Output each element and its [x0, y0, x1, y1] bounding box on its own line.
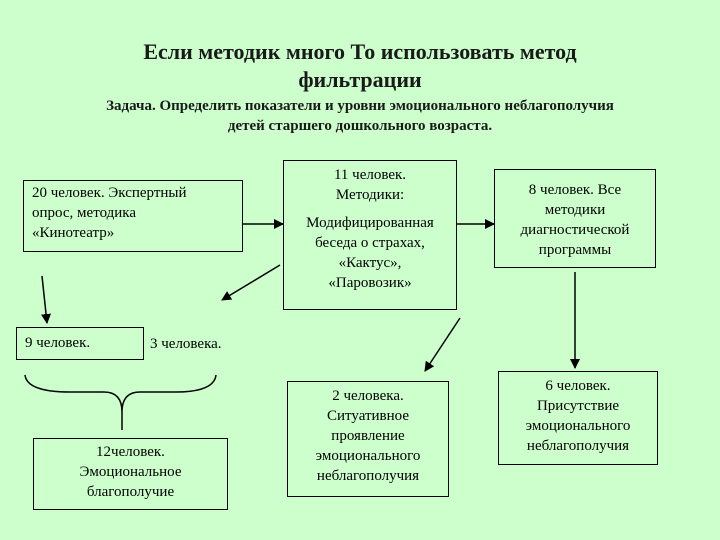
text-3-line-1: 3 человека. — [150, 336, 222, 352]
box-2-people: 2 человека. Ситуативное проявление эмоци… — [287, 381, 449, 497]
arrow-11-to-2 — [424, 317, 461, 372]
box-2-line-2: Ситуативное — [327, 408, 409, 424]
box-8-line-1: 8 человек. Все — [528, 182, 622, 198]
task-statement: Задача. Определить показатели и уровни э… — [30, 96, 690, 136]
task-line-2: детей старшего дошкольного возраста. — [227, 118, 493, 134]
slide-title: Если методик много То использовать метод… — [60, 38, 660, 94]
box-12-line-3: благополучие — [86, 484, 175, 500]
task-line-1: Задача. Определить показатели и уровни э… — [106, 98, 614, 114]
box-8-line-2: методики — [544, 202, 606, 218]
box-2-line-3: проявление — [331, 428, 405, 444]
box-6-line-2: Присутствие — [536, 398, 620, 414]
box-6-people: 6 человек. Присутствие эмоционального не… — [498, 371, 658, 465]
box-12-line-1: 12человек. — [96, 444, 165, 460]
box-12-line-2: Эмоциональное — [79, 464, 182, 480]
box-8-line-4: программы — [538, 242, 612, 258]
box-6-line-1: 6 человек. — [545, 378, 611, 394]
box-expert-survey: 20 человек. Экспертный опрос, методика «… — [23, 180, 243, 252]
box-expert-line-1: 20 человек. Экспертный — [32, 185, 187, 201]
text-3-people: 3 человека. — [150, 334, 222, 354]
box-11-people: 11 человек. Методики: Модифицированная б… — [283, 160, 457, 310]
box-2-line-5: неблагополучия — [316, 468, 420, 484]
box-12-people: 12человек. Эмоциональное благополучие — [33, 438, 228, 510]
box-11-line-4: беседа о страхах, — [315, 235, 425, 251]
box-8-people: 8 человек. Все методики диагностической … — [494, 169, 656, 268]
box-2-line-4: эмоционального — [315, 448, 421, 464]
box-9-people: 9 человек. — [16, 327, 144, 360]
box-6-line-4: неблагополучия — [526, 438, 630, 454]
box-11-line-2: Методики: — [335, 187, 405, 203]
box-6-line-3: эмоционального — [525, 418, 631, 434]
box-2-line-1: 2 человека. — [332, 388, 404, 404]
brace-9-and-3 — [24, 374, 217, 430]
box-11-line-1: 11 человек. — [333, 167, 407, 183]
arrow-expert-to-9 — [41, 275, 52, 324]
arrow-11-to-3 — [221, 264, 281, 301]
box-expert-line-3: «Кинотеатр» — [32, 225, 115, 241]
box-9-line-1: 9 человек. — [25, 335, 91, 351]
title-line-1: Если методик много То использовать метод — [143, 39, 577, 64]
box-11-line-5: «Кактус», — [338, 255, 402, 271]
box-expert-line-2: опрос, методика — [32, 205, 137, 221]
box-8-line-3: диагностической — [520, 222, 630, 238]
title-line-2: фильтрации — [298, 67, 422, 92]
box-11-line-3: Модифицированная — [306, 215, 434, 231]
box-11-line-6: «Паровозик» — [328, 275, 412, 291]
